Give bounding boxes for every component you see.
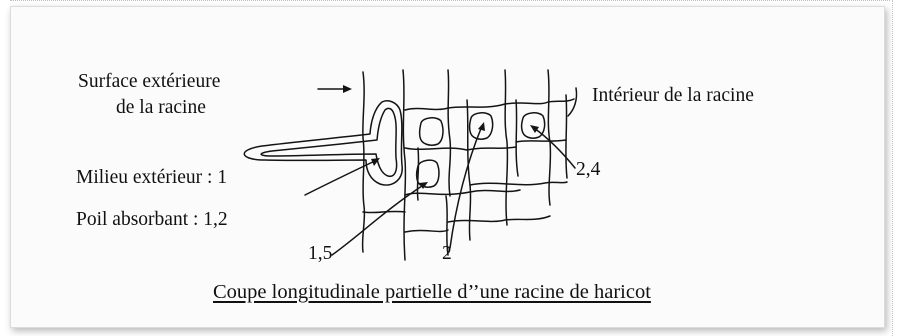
cell-wall-h6 bbox=[404, 229, 449, 233]
cell-wall-2b bbox=[445, 195, 449, 256]
interior-bracket-line bbox=[567, 87, 578, 117]
cell-wall-h7 bbox=[447, 215, 551, 223]
label-milieu: Milieu extérieur : 1 bbox=[76, 167, 228, 188]
absorbent-hair-outer bbox=[243, 100, 403, 186]
cell-wall-h3 bbox=[515, 139, 567, 143]
page-edge-right bbox=[890, 0, 893, 336]
absorbent-hair-inner bbox=[260, 107, 398, 178]
vacuole-d bbox=[520, 112, 546, 139]
vacuole-a bbox=[418, 117, 444, 146]
root-surface-wall bbox=[361, 71, 366, 253]
pointer-milieu bbox=[304, 159, 378, 196]
pointer-milieu-head bbox=[371, 158, 380, 166]
cell-wall-2a bbox=[447, 69, 452, 197]
label-interieur: Intérieur de la racine bbox=[592, 85, 754, 106]
label-2: 2 bbox=[442, 243, 452, 264]
vacuole-c bbox=[468, 112, 494, 140]
pointer-2-head bbox=[478, 122, 485, 131]
pointer-1-5 bbox=[331, 183, 426, 256]
label-2-4: 2,4 bbox=[576, 159, 601, 180]
label-surface-line2: de la racine bbox=[116, 97, 206, 118]
cell-wall-6 bbox=[565, 94, 568, 179]
pointer-2-4 bbox=[533, 127, 576, 169]
figure-frame bbox=[10, 6, 885, 328]
label-poil: Poil absorbant : 1,2 bbox=[76, 209, 228, 230]
pointer-2-4-head bbox=[530, 125, 539, 133]
cell-wall-4b bbox=[515, 99, 519, 177]
cell-wall-h5 bbox=[469, 181, 568, 186]
pointer-2 bbox=[449, 125, 483, 249]
cell-wall-h8 bbox=[362, 210, 406, 214]
vacuole-b bbox=[415, 159, 440, 188]
cell-wall-h2 bbox=[404, 146, 517, 151]
page-edge-top bbox=[10, 0, 890, 3]
label-1-5: 1,5 bbox=[308, 243, 333, 264]
label-surface-line1: Surface extérieure bbox=[78, 71, 221, 92]
cell-wall-4 bbox=[504, 69, 509, 226]
cell-wall-v-inner bbox=[416, 147, 420, 201]
surface-arrowhead bbox=[343, 85, 352, 93]
cell-wall-h1 bbox=[404, 98, 575, 111]
figure-caption: Coupe longitudinale partielle d’’une rac… bbox=[213, 281, 651, 303]
cell-wall-1 bbox=[402, 69, 407, 261]
cell-wall-5 bbox=[547, 69, 552, 206]
cell-wall-h4 bbox=[404, 189, 521, 196]
pointer-1-5-head bbox=[419, 182, 428, 189]
